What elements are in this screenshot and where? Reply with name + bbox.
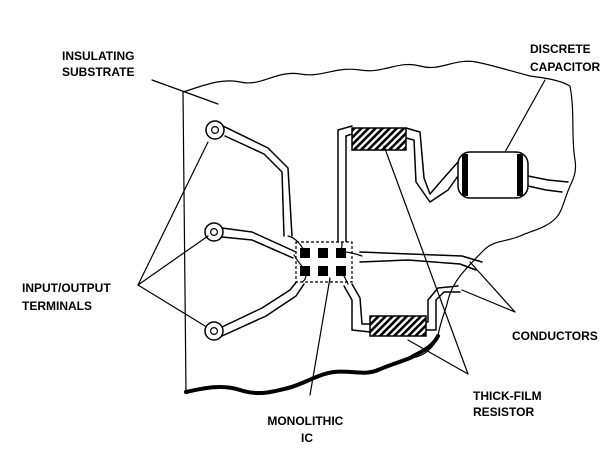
ic-bond-pad <box>336 248 346 258</box>
label-io-terminals: INPUT/OUTPUT TERMINALS <box>22 281 114 313</box>
substrate <box>182 60 577 396</box>
thick-film-resistor-top <box>351 127 407 151</box>
label-conductors: CONDUCTORS <box>512 329 598 343</box>
monolithic-ic <box>287 235 363 285</box>
capacitor-body <box>457 151 529 199</box>
label-discrete-capacitor: DISCRETE CAPACITOR <box>530 42 601 74</box>
capacitor-band-left <box>462 154 468 196</box>
thick-film-resistors <box>351 127 427 337</box>
thick-film-resistor-bottom <box>369 315 427 337</box>
label-insulating-substrate: INSULATING SUBSTRATE <box>62 49 138 79</box>
callout-labels: INSULATING SUBSTRATE DISCRETE CAPACITOR … <box>22 42 601 445</box>
leader-lines <box>137 79 546 396</box>
ic-bond-pad <box>300 248 310 258</box>
discrete-capacitor <box>457 151 529 199</box>
label-thick-film-resistor: THICK-FILM RESISTOR <box>473 389 545 419</box>
conductor-traces <box>221 125 569 337</box>
substrate-top-edge <box>182 60 577 359</box>
ic-bond-pad <box>318 248 328 258</box>
ic-bond-pad <box>300 266 310 276</box>
substrate-bottom-edge <box>184 334 440 396</box>
substrate-left-edge <box>182 91 187 393</box>
ic-bond-pad <box>318 266 328 276</box>
io-terminal-pads <box>204 120 225 341</box>
capacitor-band-right <box>517 154 523 196</box>
ic-bond-pad <box>336 266 346 276</box>
label-monolithic-ic: MONOLITHIC IC <box>267 414 346 445</box>
